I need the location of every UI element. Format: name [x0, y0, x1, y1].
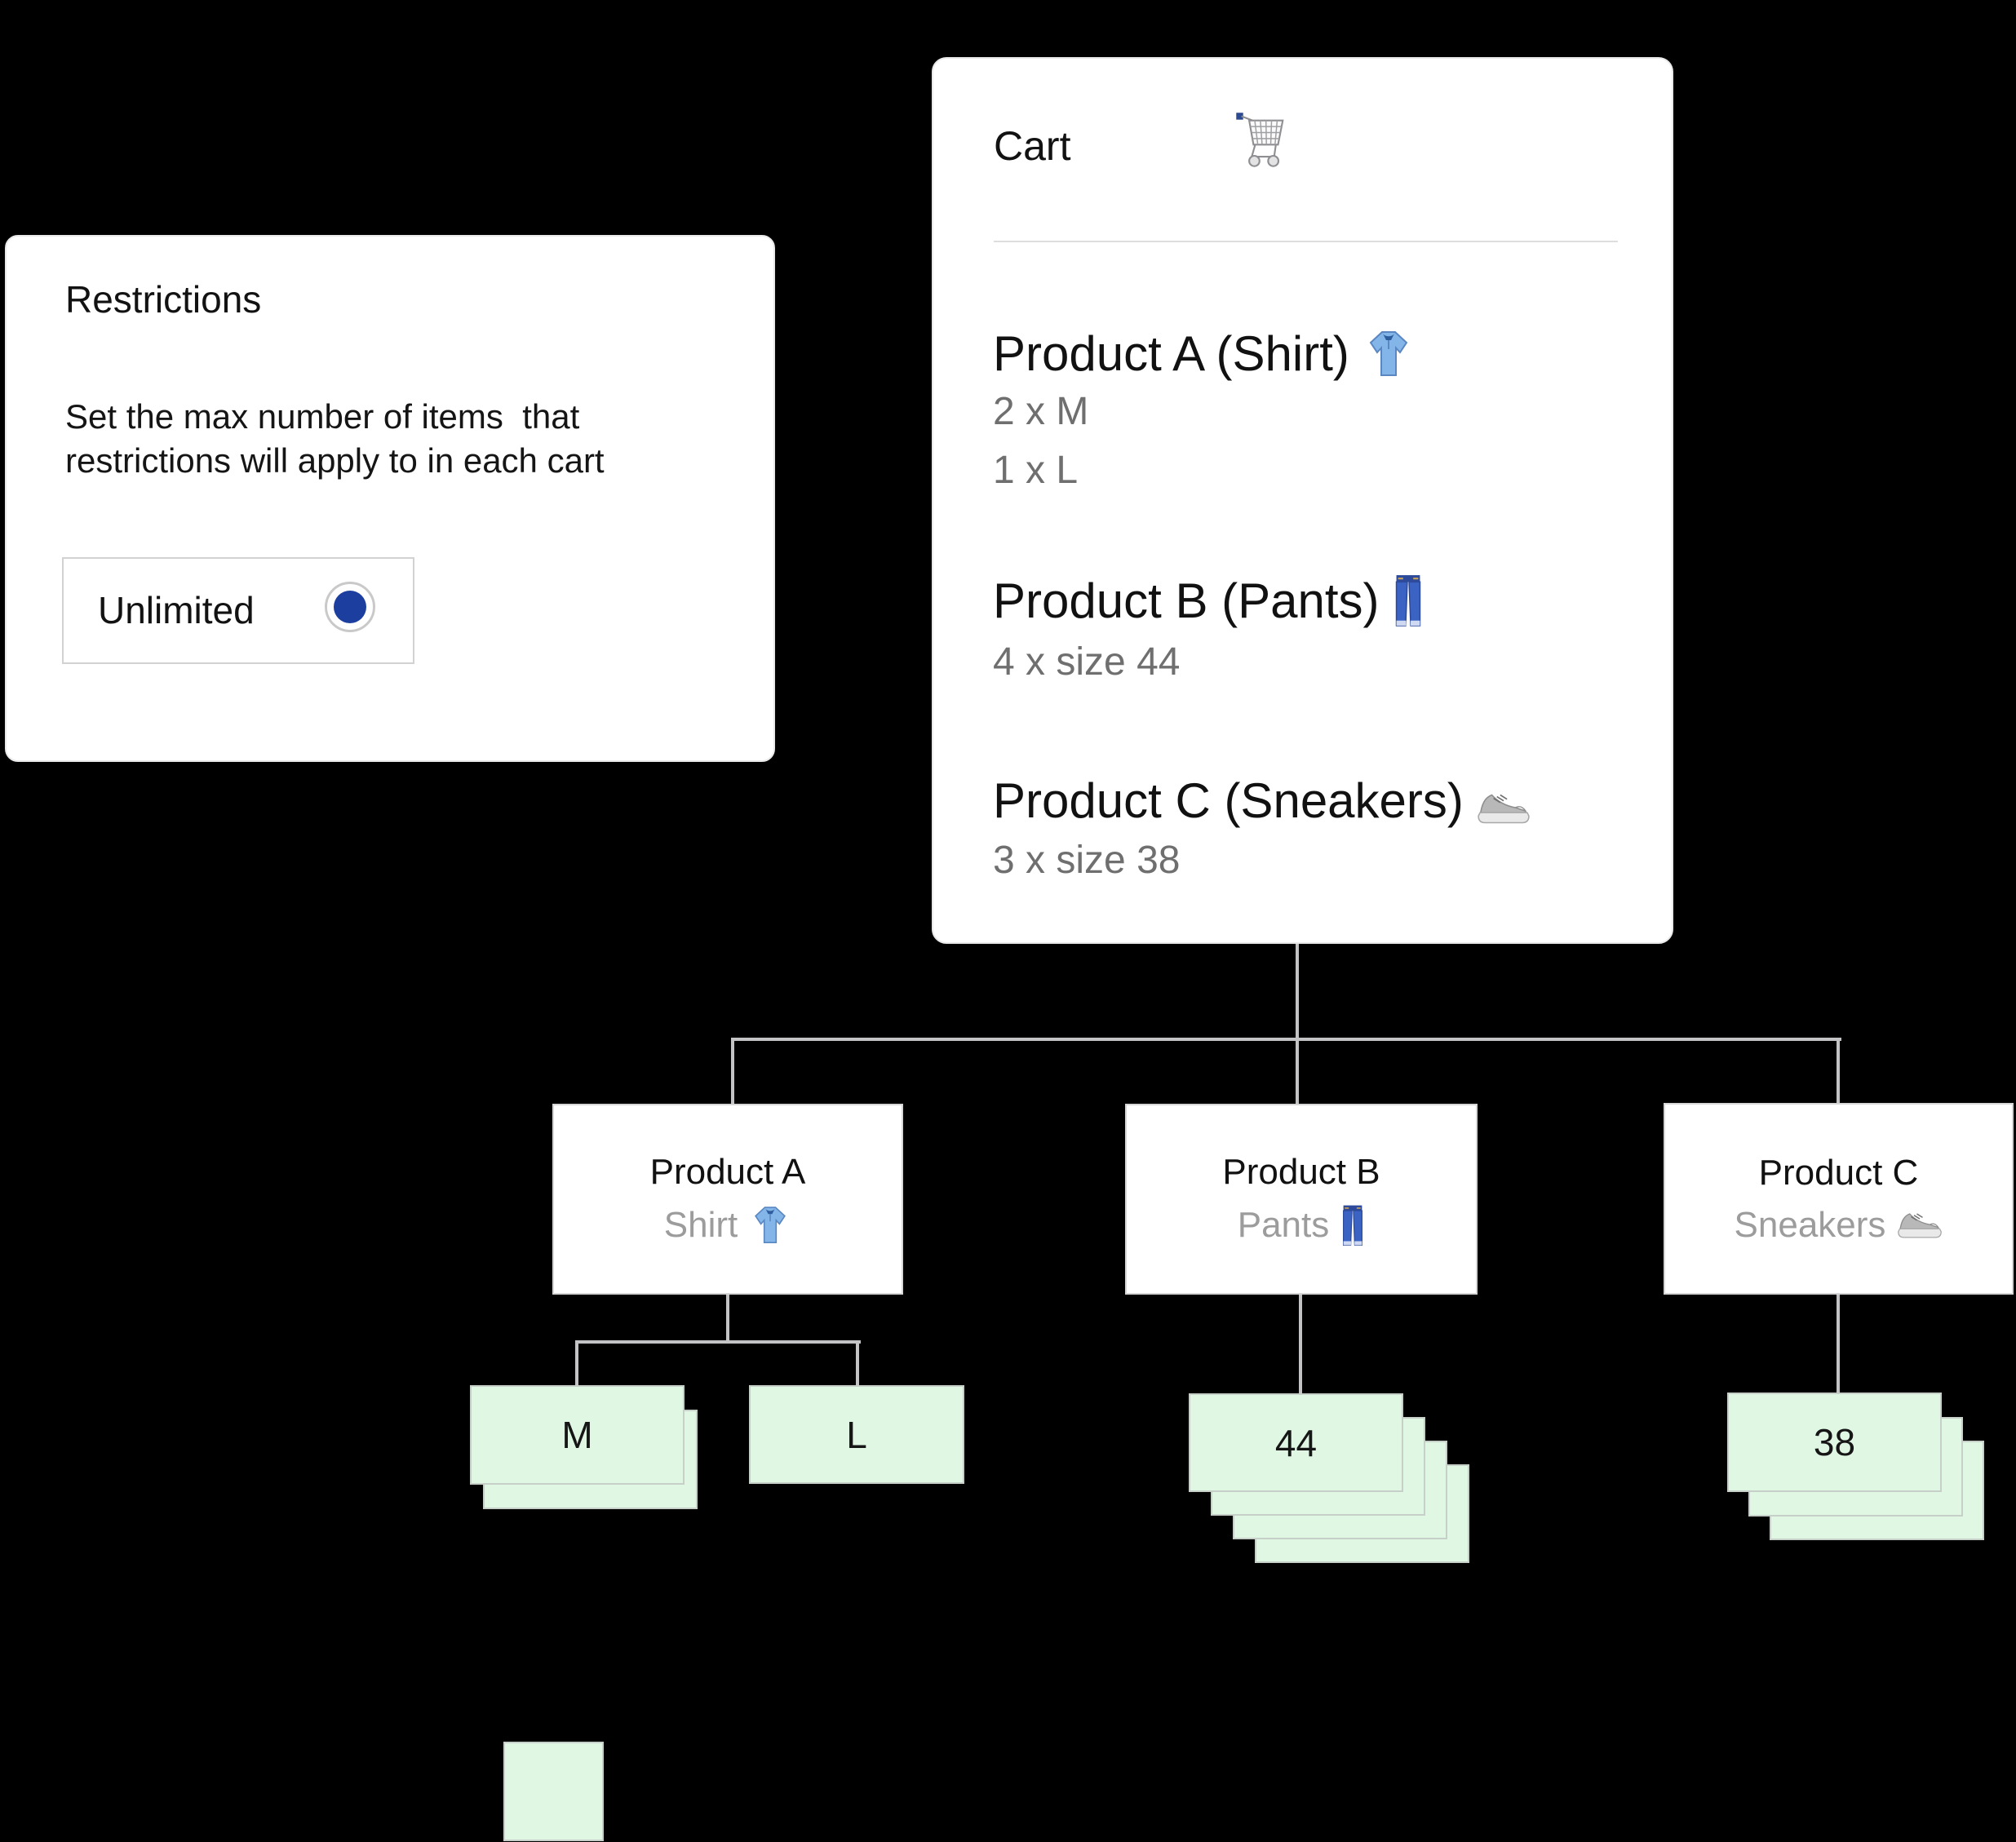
cart-divider	[994, 241, 1618, 242]
restrictions-description: Set the max number of items that restric…	[65, 397, 605, 480]
product-a-name: Product A	[649, 1152, 806, 1192]
connector-drop-size-m	[575, 1340, 578, 1385]
cart-item-product-b: Product B (Pants)	[993, 573, 1424, 629]
connector-main-horizontal	[731, 1038, 1841, 1041]
connector-cart-to-tree	[1296, 944, 1299, 1104]
cart-item-a-line: 1 x L	[993, 449, 1079, 492]
jeans-icon	[1393, 573, 1424, 627]
connector-drop-product-a	[731, 1038, 734, 1104]
connector-drop-size-44	[1299, 1295, 1302, 1393]
connector-a-horizontal	[575, 1340, 861, 1344]
connector-drop-product-c	[1837, 1038, 1840, 1103]
cart-card: Cart Product A (Shirt) 2 x M 1 x L Produ…	[932, 57, 1673, 944]
tree-node-product-a: Product A Shirt	[552, 1104, 903, 1295]
connector-drop-size-l	[856, 1340, 859, 1385]
cart-item-b-heading: Product B (Pants)	[993, 573, 1380, 628]
cart-title: Cart	[994, 123, 1071, 169]
jeans-icon	[1340, 1204, 1365, 1246]
sneaker-icon	[1897, 1209, 1943, 1242]
size-chip-44: 44	[1189, 1393, 1403, 1492]
unlimited-option-label: Unlimited	[98, 588, 255, 631]
connector-a-down	[726, 1295, 729, 1340]
product-b-name: Product B	[1222, 1152, 1380, 1192]
size-chip-44-label: 44	[1274, 1421, 1318, 1464]
size-chip-38-label: 38	[1813, 1421, 1856, 1463]
tshirt-icon	[1362, 328, 1415, 380]
size-chip-m: M	[470, 1385, 685, 1485]
cart-item-b-line: 4 x size 44	[993, 640, 1181, 684]
size-chip-38: 38	[1727, 1393, 1942, 1492]
product-b-variant-label: Pants	[1237, 1205, 1330, 1245]
product-c-variant-label: Sneakers	[1734, 1204, 1886, 1245]
shopping-cart-icon	[1232, 108, 1294, 173]
cart-item-a-heading: Product A (Shirt)	[993, 326, 1349, 381]
product-b-variant: Pants	[1238, 1204, 1366, 1246]
product-c-name: Product C	[1758, 1152, 1919, 1193]
overflow-chip	[503, 1742, 604, 1841]
unlimited-option[interactable]: Unlimited	[62, 557, 414, 664]
cart-item-product-c: Product C (Sneakers)	[993, 773, 1531, 829]
radio-dot-icon	[334, 591, 366, 623]
product-c-variant: Sneakers	[1735, 1205, 1943, 1246]
restrictions-title: Restrictions	[65, 278, 262, 321]
cart-item-product-a: Product A (Shirt)	[993, 325, 1415, 382]
cart-item-a-line: 2 x M	[993, 390, 1089, 433]
restrictions-card: Restrictions Set the max number of items…	[5, 235, 775, 762]
unlimited-radio[interactable]	[325, 582, 375, 632]
cart-item-c-heading: Product C (Sneakers)	[993, 773, 1464, 828]
size-chip-m-label: M	[561, 1414, 593, 1456]
size-chip-l-label: L	[846, 1413, 867, 1456]
product-a-variant-label: Shirt	[663, 1205, 738, 1245]
connector-drop-size-38	[1837, 1295, 1840, 1393]
tree-node-product-b: Product B Pants	[1125, 1104, 1478, 1295]
tree-node-product-c: Product C Sneakers	[1664, 1103, 2014, 1295]
cart-item-c-line: 3 x size 38	[993, 839, 1181, 882]
sneaker-icon	[1477, 790, 1531, 827]
tshirt-icon	[749, 1204, 791, 1246]
size-chip-l: L	[749, 1385, 964, 1484]
product-a-variant: Shirt	[664, 1204, 791, 1246]
